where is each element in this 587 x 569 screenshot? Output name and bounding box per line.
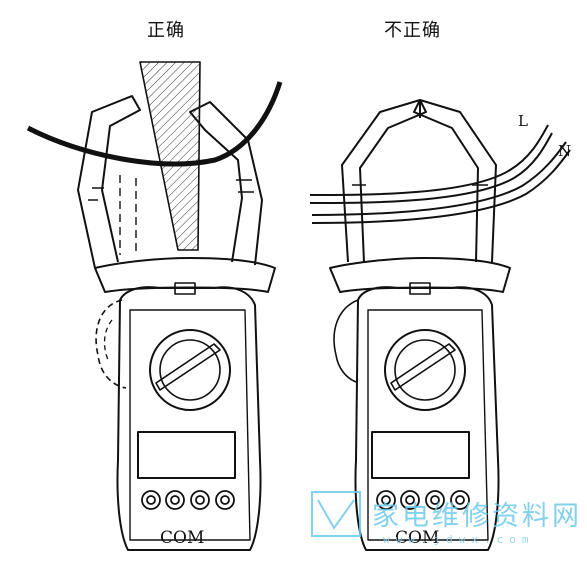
left-rotary-dial (149, 329, 231, 411)
right-clamp-meter (309, 99, 571, 551)
left-hand-outline (95, 299, 127, 389)
left-jaw-left (77, 95, 141, 269)
right-lcd-display (371, 431, 470, 479)
left-finger-barrier (139, 61, 201, 251)
left-lcd-display (137, 431, 236, 479)
right-rotary-dial (384, 329, 466, 411)
wire-n-label: N (558, 142, 572, 160)
watermark-text: 家电维修资料网 (372, 501, 582, 532)
right-jaw-left (341, 99, 427, 263)
left-meter-body (116, 286, 262, 551)
left-jaw-right (189, 101, 263, 266)
watermark-url: www.jdwx.com (383, 533, 535, 546)
right-meter-head (329, 257, 511, 293)
watermark-logo-icon (311, 491, 361, 537)
right-hand-outline (333, 299, 359, 383)
left-conductor-wire (26, 81, 283, 167)
right-wire-n (311, 141, 567, 216)
left-com-label: COM (160, 528, 205, 548)
wire-l-label: L (518, 112, 528, 130)
right-input-jacks (376, 490, 470, 510)
right-wire-l (309, 124, 549, 196)
right-com-label: COM (395, 528, 440, 548)
correct-title: 正确 (147, 20, 185, 41)
left-clamp-meter (26, 61, 283, 551)
left-input-jacks (141, 490, 235, 510)
incorrect-title: 不正确 (384, 20, 441, 41)
left-meter-head (94, 257, 276, 293)
right-jaw-right (413, 99, 497, 263)
